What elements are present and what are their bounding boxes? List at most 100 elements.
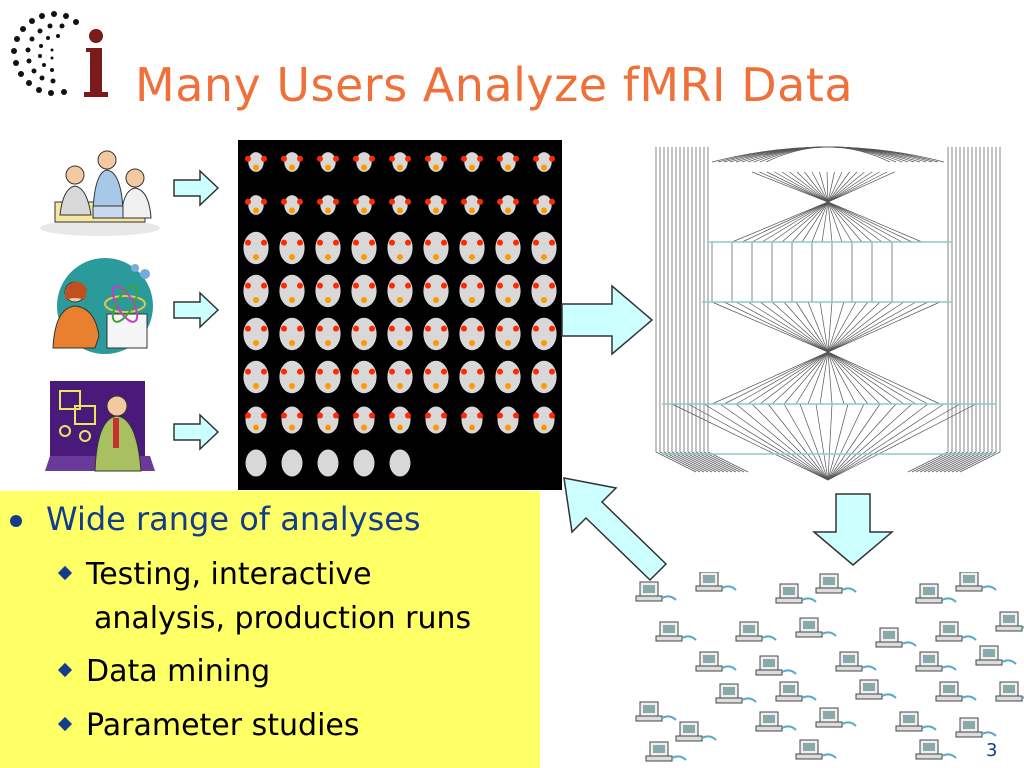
- activation-spot: [497, 325, 503, 332]
- brain-slice: [243, 274, 269, 308]
- activation-spot: [289, 254, 295, 260]
- dag-edge: [911, 146, 953, 473]
- activation-spot: [549, 325, 555, 332]
- activation-spot: [505, 297, 511, 303]
- activation-spot: [397, 383, 403, 389]
- activation-spot: [289, 207, 295, 214]
- dag-edge: [915, 146, 957, 473]
- dag-edge: [827, 403, 977, 481]
- dag-edge: [719, 403, 829, 481]
- brain-slice: [392, 195, 408, 215]
- activation-spot: [477, 412, 483, 419]
- activation-spot: [513, 325, 519, 332]
- activation-spot: [477, 239, 483, 246]
- activation-spot: [253, 383, 259, 389]
- activation-spot: [469, 340, 475, 346]
- brain-slice: [423, 231, 449, 265]
- computer-icon: [655, 621, 697, 642]
- dag-edge: [827, 301, 857, 405]
- brain-slice: [536, 195, 552, 215]
- activation-spot: [369, 198, 375, 205]
- brain-slice: [279, 274, 305, 308]
- computer-icon: [915, 583, 957, 604]
- activation-spot: [477, 282, 483, 289]
- activation-spot: [289, 340, 295, 346]
- activation-spot: [325, 297, 331, 303]
- brain-slice: [459, 360, 485, 394]
- arrow-right-icon: [173, 169, 220, 207]
- brain-slice: [284, 152, 300, 172]
- brain-slice: [531, 274, 557, 308]
- computer-icon: [875, 627, 917, 648]
- activation-spot: [433, 207, 439, 214]
- activation-spot: [281, 198, 287, 205]
- computer-icon: [955, 572, 997, 592]
- activation-spot: [369, 368, 375, 375]
- dag-edge: [707, 147, 749, 473]
- brain-slice: [279, 231, 305, 265]
- activation-spot: [261, 239, 267, 246]
- activation-spot: [281, 155, 287, 162]
- dag-edge: [907, 147, 949, 473]
- activation-spot: [361, 297, 367, 303]
- dag-edge: [827, 403, 865, 481]
- brain-slice: [317, 406, 339, 434]
- activation-spot: [389, 368, 395, 375]
- activation-spot: [353, 198, 359, 205]
- dag-edge: [751, 403, 829, 481]
- brain-slice: [356, 152, 372, 172]
- activation-spot: [549, 239, 555, 246]
- activation-spot: [405, 412, 411, 419]
- dag-edge: [687, 147, 729, 473]
- activation-spot: [361, 164, 367, 171]
- brain-slice: [533, 406, 555, 434]
- activation-spot: [333, 325, 339, 332]
- brain-slice: [315, 360, 341, 394]
- activation-spot: [541, 254, 547, 260]
- brain-slice: [464, 195, 480, 215]
- activation-spot: [369, 412, 375, 419]
- brain-slice: [428, 195, 444, 215]
- brain-slice: [248, 195, 264, 215]
- computer-icon: [935, 621, 977, 642]
- computer-icon: [755, 655, 797, 676]
- dag-edge: [735, 403, 829, 481]
- bullet-dot-icon: [10, 515, 22, 527]
- computer-icon: [635, 581, 677, 602]
- activation-spot: [461, 282, 467, 289]
- activation-spot: [317, 198, 323, 205]
- activation-spot: [513, 155, 519, 162]
- activation-spot: [441, 325, 447, 332]
- computer-icon: [645, 741, 687, 762]
- activation-spot: [441, 198, 447, 205]
- activation-spot: [333, 198, 339, 205]
- activation-spot: [353, 282, 359, 289]
- brain-slice: [531, 360, 557, 394]
- activation-spot: [433, 297, 439, 303]
- dag-edge: [943, 147, 985, 473]
- dag-edge: [723, 301, 829, 405]
- brain-slice: [495, 360, 521, 394]
- activation-spot: [533, 198, 539, 205]
- dag-edge: [799, 403, 829, 481]
- brain-slice: [387, 317, 413, 351]
- brain-slice: [387, 274, 413, 308]
- activation-spot: [513, 368, 519, 375]
- activation-spot: [425, 325, 431, 332]
- brain-slice: [353, 449, 375, 477]
- activation-spot: [369, 155, 375, 162]
- dag-edge: [663, 147, 705, 473]
- dag-edge: [795, 301, 829, 405]
- activation-spot: [425, 412, 431, 419]
- activation-spot: [325, 383, 331, 389]
- brain-slice: [425, 406, 447, 434]
- activation-spot: [433, 254, 439, 260]
- activation-spot: [541, 383, 547, 389]
- activation-spot: [353, 325, 359, 332]
- activation-spot: [541, 424, 547, 431]
- dag-edge: [935, 147, 977, 473]
- activation-spot: [433, 164, 439, 171]
- highlight-box: [0, 491, 540, 768]
- brain-slice: [495, 274, 521, 308]
- activation-spot: [433, 424, 439, 431]
